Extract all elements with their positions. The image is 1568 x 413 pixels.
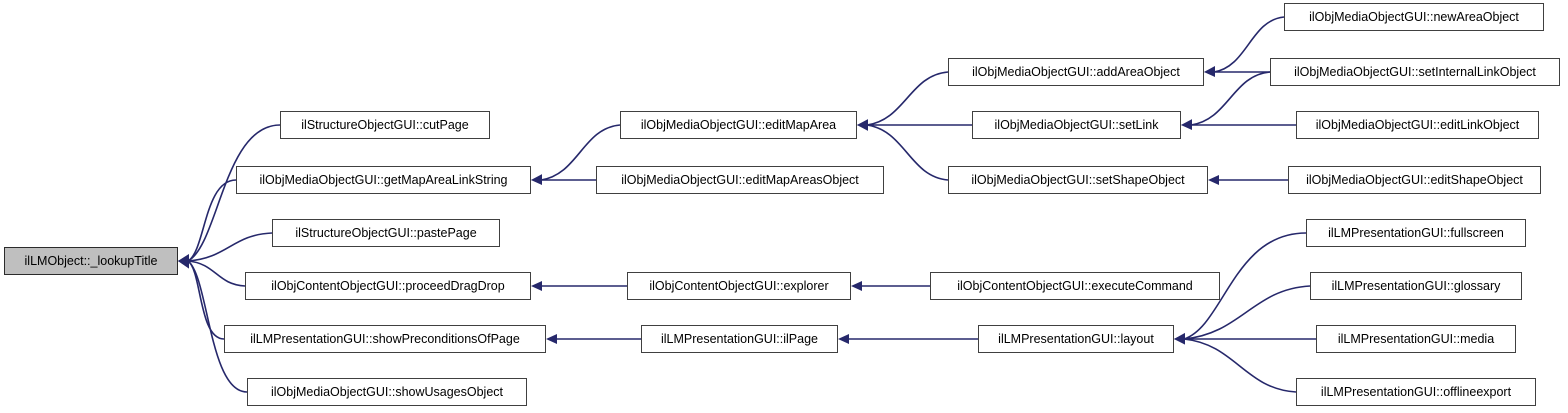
graph-node-editMapAreasObject[interactable]: ilObjMediaObjectGUI::editMapAreasObject [596, 166, 884, 194]
graph-arrowhead-setShapeObject-to-editMapArea [857, 120, 868, 131]
graph-arrowhead-proceedDragDrop-to-lookupTitle [178, 256, 189, 267]
graph-arrowhead-newAreaObject-to-addAreaObject [1204, 66, 1215, 77]
graph-node-media[interactable]: ilLMPresentationGUI::media [1316, 325, 1516, 353]
graph-arrowhead-executeCommand-to-explorer [851, 281, 862, 291]
graph-edge-offlineexport-to-layout [1183, 338, 1297, 393]
graph-arrowhead-showPreconditionsOfPage-to-lookupTitle [178, 258, 189, 269]
graph-arrowhead-setInternalLinkObject-to-setLink [1181, 119, 1192, 130]
graph-node-executeCommand[interactable]: ilObjContentObjectGUI::executeCommand [930, 272, 1220, 300]
graph-arrowhead-cutPage-to-lookupTitle [178, 254, 189, 265]
graph-arrowhead-fullscreen-to-layout [1174, 332, 1185, 343]
graph-edge-addAreaObject-to-editMapArea [866, 71, 949, 126]
graph-node-offlineexport[interactable]: ilLMPresentationGUI::offlineexport [1296, 378, 1536, 406]
graph-arrowhead-editMapArea-to-getMapAreaLinkString [531, 174, 542, 185]
graph-arrowhead-setLink-to-editMapArea [857, 120, 868, 130]
graph-edge-showPreconditionsOfPage-to-lookupTitle [187, 260, 225, 340]
graph-arrowhead-editShapeObject-to-setShapeObject [1208, 175, 1219, 185]
graph-node-showUsagesObject[interactable]: ilObjMediaObjectGUI::showUsagesObject [247, 378, 527, 406]
graph-node-setShapeObject[interactable]: ilObjMediaObjectGUI::setShapeObject [948, 166, 1208, 194]
graph-arrowhead-media-to-layout [1174, 334, 1185, 344]
graph-edge-proceedDragDrop-to-lookupTitle [187, 260, 246, 287]
graph-arrowhead-addAreaObject-to-editMapArea [857, 119, 868, 130]
graph-arrowhead-ilPage-to-showPreconditionsOfPage [546, 334, 557, 344]
graph-node-cutPage[interactable]: ilStructureObjectGUI::cutPage [280, 111, 490, 139]
graph-node-newAreaObject[interactable]: ilObjMediaObjectGUI::newAreaObject [1284, 3, 1544, 31]
graph-arrowhead-layout-to-ilPage [838, 334, 849, 344]
graph-arrowhead-pastePage-to-lookupTitle [178, 255, 189, 266]
graph-arrowhead-editLinkObject-to-setLink [1181, 120, 1192, 130]
graph-node-glossary[interactable]: ilLMPresentationGUI::glossary [1310, 272, 1522, 300]
graph-node-editLinkObject[interactable]: ilObjMediaObjectGUI::editLinkObject [1296, 111, 1539, 139]
graph-node-setInternalLinkObject[interactable]: ilObjMediaObjectGUI::setInternalLinkObje… [1270, 58, 1560, 86]
graph-node-getMapAreaLinkString[interactable]: ilObjMediaObjectGUI::getMapAreaLinkStrin… [236, 166, 531, 194]
graph-node-setLink[interactable]: ilObjMediaObjectGUI::setLink [972, 111, 1181, 139]
graph-node-explorer[interactable]: ilObjContentObjectGUI::explorer [627, 272, 851, 300]
graph-arrowhead-showUsagesObject-to-lookupTitle [178, 258, 189, 269]
graph-node-layout[interactable]: ilLMPresentationGUI::layout [978, 325, 1174, 353]
graph-edge-getMapAreaLinkString-to-lookupTitle [187, 179, 237, 262]
graph-arrowhead-getMapAreaLinkString-to-lookupTitle [178, 254, 189, 265]
graph-node-pastePage[interactable]: ilStructureObjectGUI::pastePage [272, 219, 500, 247]
graph-arrowhead-explorer-to-proceedDragDrop [531, 281, 542, 291]
graph-arrowhead-editMapAreasObject-to-getMapAreaLinkString [531, 175, 542, 185]
graph-node-proceedDragDrop[interactable]: ilObjContentObjectGUI::proceedDragDrop [245, 272, 531, 300]
graph-edge-pastePage-to-lookupTitle [187, 232, 273, 262]
graph-node-lookupTitle[interactable]: ilLMObject::_lookupTitle [4, 247, 178, 275]
graph-node-showPreconditionsOfPage[interactable]: ilLMPresentationGUI::showPreconditionsOf… [224, 325, 546, 353]
graph-arrowhead-offlineexport-to-layout [1174, 334, 1185, 345]
graph-node-editMapArea[interactable]: ilObjMediaObjectGUI::editMapArea [620, 111, 857, 139]
graph-node-fullscreen[interactable]: ilLMPresentationGUI::fullscreen [1306, 219, 1526, 247]
graph-node-editShapeObject[interactable]: ilObjMediaObjectGUI::editShapeObject [1288, 166, 1541, 194]
graph-arrowhead-setInternalLinkObject-to-addAreaObject [1204, 67, 1215, 77]
graph-node-addAreaObject[interactable]: ilObjMediaObjectGUI::addAreaObject [948, 58, 1204, 86]
graph-arrowhead-glossary-to-layout [1174, 333, 1185, 344]
graph-node-ilPage[interactable]: ilLMPresentationGUI::ilPage [641, 325, 838, 353]
